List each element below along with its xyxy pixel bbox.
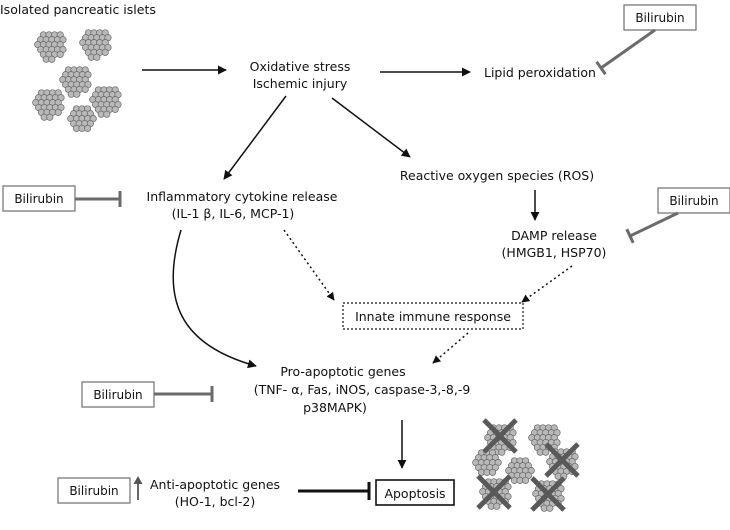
inhibit-lipid-bar: [595, 60, 607, 76]
pro-apoptotic-label: Pro-apoptotic genes: [280, 364, 405, 379]
ros-label: Reactive oxygen species (ROS): [400, 168, 594, 183]
anti-apoptotic-detail: (HO-1, bcl-2): [175, 494, 256, 509]
anti-apoptotic-label: Anti-apoptotic genes: [150, 477, 280, 492]
inflammatory-detail-label: (IL-1 β, IL-6, MCP-1): [172, 206, 295, 221]
bilirubin-box-anti-apoptotic: [57, 477, 131, 504]
islet-cluster: [505, 457, 535, 484]
damp-detail-label: (HMGB1, HSP70): [502, 245, 607, 260]
innate-immune-label: Innate immune response: [355, 309, 511, 324]
crossed-islet-icon: [472, 418, 580, 512]
oxidative-stress-label: Oxidative stress: [250, 59, 351, 74]
pro-apoptotic-detail-2: p38MAPK): [303, 400, 367, 415]
islet-cluster: [34, 31, 67, 63]
islet-cluster: [79, 29, 112, 61]
dotted-arrow-damp-to-innate: [521, 265, 573, 303]
bilirubin-label-lipid: Bilirubin: [635, 11, 684, 25]
islets-label: Isolated pancreatic islets: [0, 2, 156, 17]
bilirubin-label-cytokine: Bilirubin: [14, 192, 63, 206]
cross-mark-icon: [482, 418, 518, 454]
innate-immune-box: [342, 302, 524, 330]
arrow-stress-to-cytokine: [223, 95, 287, 180]
ischemic-injury-label: Ischemic injury: [253, 76, 348, 91]
islet-cluster: [89, 86, 122, 118]
up-arrow-icon: [133, 476, 143, 500]
bilirubin-box-cytokine: [2, 185, 76, 212]
bilirubin-box-lipid: [623, 4, 697, 31]
islet-cluster: [32, 89, 65, 121]
inflammatory-release-label: Inflammatory cytokine release: [147, 189, 338, 204]
islet-cluster: [67, 105, 97, 132]
bilirubin-label-pro-apoptotic: Bilirubin: [93, 388, 142, 402]
apoptosis-label: Apoptosis: [384, 486, 445, 501]
cross-mark-icon: [476, 474, 512, 510]
pro-apoptotic-detail-1: (TNF- α, Fas, iNOS, caspase-3,-8,-9: [254, 382, 471, 397]
inhibit-damp-line: [629, 211, 679, 238]
dotted-arrow-innate-to-pro-apoptotic: [432, 332, 469, 364]
dotted-arrow-cytokine-to-innate: [283, 229, 335, 301]
islet-cluster: [472, 449, 502, 476]
damp-release-label: DAMP release: [511, 228, 597, 243]
bilirubin-label-damp: Bilirubin: [669, 194, 718, 208]
arrow-cytokine-to-pro-apoptotic: [172, 229, 257, 369]
arrow-stress-to-ros: [331, 97, 411, 158]
cross-mark-icon: [530, 476, 566, 512]
islet-cluster: [59, 66, 92, 98]
cross-mark-icon: [544, 442, 580, 478]
inhibit-lipid-line: [600, 28, 656, 70]
islet-cluster-icon: [32, 29, 122, 132]
bilirubin-box-pro-apoptotic: [81, 381, 155, 408]
lipid-peroxidation-label: Lipid peroxidation: [484, 65, 596, 80]
apoptosis-box: [375, 479, 455, 506]
bilirubin-label-anti-apoptotic: Bilirubin: [69, 484, 118, 498]
inhibit-damp-bar: [625, 228, 635, 244]
bilirubin-box-damp: [657, 187, 730, 214]
